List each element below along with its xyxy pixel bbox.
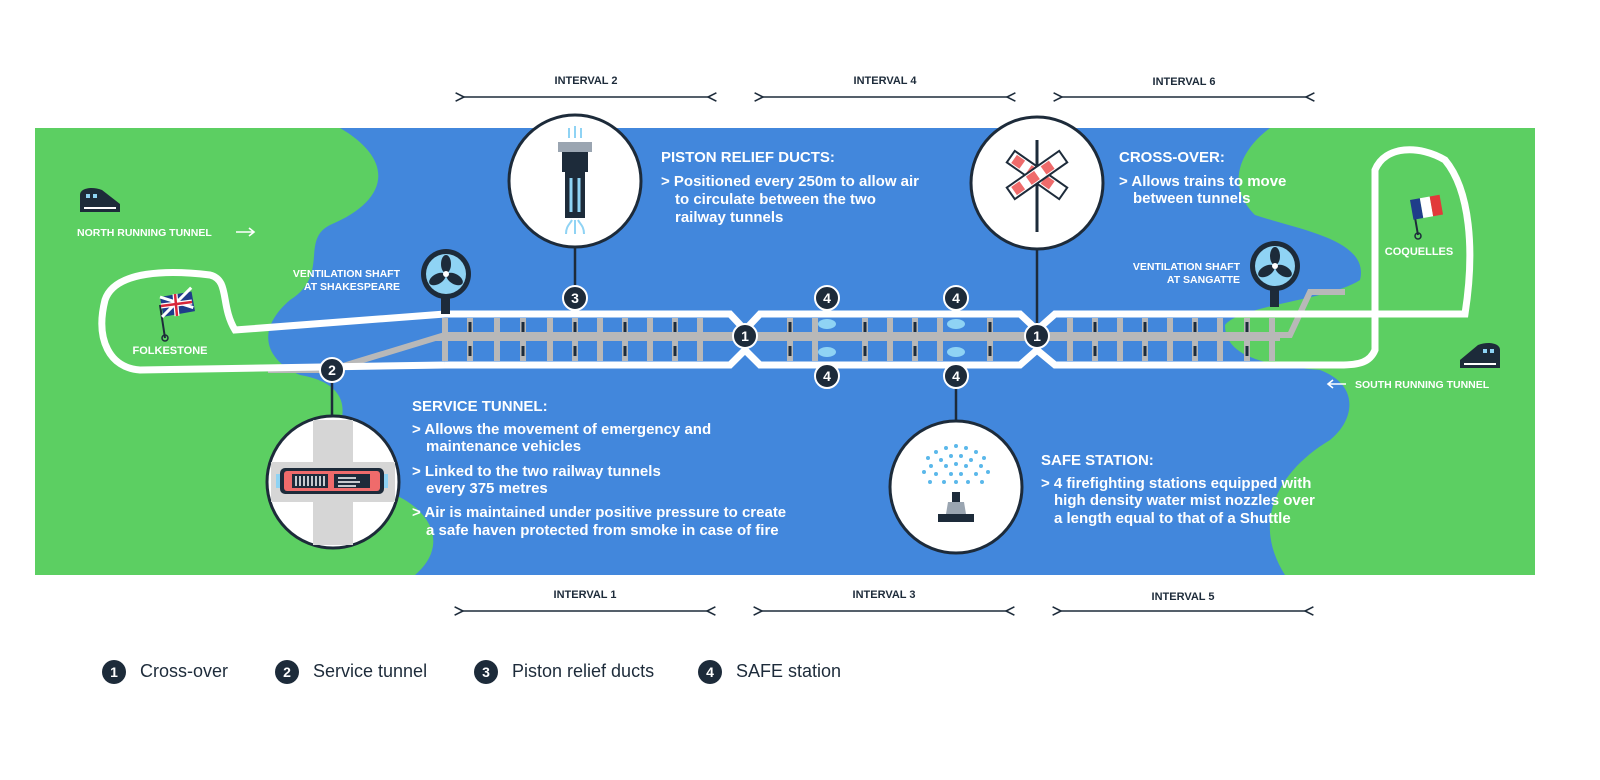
legend-num: 3 [482,664,490,680]
arrow-right-icon [236,227,256,237]
interval-2-label: INTERVAL 2 [555,75,618,87]
piston-title: PISTON RELIEF DUCTS: [661,149,835,166]
legend-item-service-tunnel: 2 Service tunnel [275,660,427,684]
safe-station-spray [818,319,965,357]
shaft-sangatte-line-1: VENTILATION SHAFT [1133,261,1241,273]
legend-num: 4 [706,664,714,680]
legend-item-safe-station: 4 SAFE station [698,660,841,684]
south-running-tunnel-label: SOUTH RUNNING TUNNEL [1355,379,1490,391]
sprinkler-icon [922,444,990,522]
safe-line-1: > 4 firefighting stations equipped with [1041,475,1311,492]
service-item-3-line-1: > Air is maintained under positive press… [412,504,786,521]
loop-west [98,269,446,374]
duct-icon [558,126,592,235]
badge-crossover-east: 1 [1024,323,1050,349]
svg-text:4: 4 [952,290,960,306]
badge-safe-1: 4 [814,285,840,311]
crossover-line-1: > Allows trains to move [1119,173,1286,190]
svg-text:1: 1 [741,328,749,344]
legend-label: SAFE station [736,661,841,681]
legend-label: Service tunnel [313,661,427,681]
interval-4-label: INTERVAL 4 [854,75,918,87]
crossover-title: CROSS-OVER: [1119,149,1225,166]
intervals-bottom: INTERVAL 1 INTERVAL 3 INTERVAL 5 [463,589,1305,611]
legend: 1 Cross-over 2 Service tunnel 3 Piston r… [102,660,841,684]
shaft-sangatte-line-2: AT SANGATTE [1167,274,1240,286]
piston-line-2: to circulate between the two [675,191,876,208]
svg-text:4: 4 [823,368,831,384]
piston-relief-callout [507,113,643,249]
north-running-tunnel-label: NORTH RUNNING TUNNEL [77,227,212,239]
piston-line-3: railway tunnels [675,209,783,226]
coquelles-label: COQUELLES [1385,246,1453,258]
safe-station-callout [888,419,1024,555]
piston-line-1: > Positioned every 250m to allow air [661,173,919,190]
crossover-callout [969,115,1105,251]
svg-text:4: 4 [952,368,960,384]
interval-3-label: INTERVAL 3 [853,589,916,601]
svg-text:2: 2 [328,362,336,378]
shaft-shakespeare-line-1: VENTILATION SHAFT [293,268,401,280]
legend-label: Piston relief ducts [512,661,654,681]
safe-line-2: high density water mist nozzles over [1054,492,1315,509]
svg-text:3: 3 [571,290,579,306]
legend-item-crossover: 1 Cross-over [102,660,228,684]
service-item-3-line-2: a safe haven protected from smoke in cas… [426,522,779,539]
shaft-shakespeare-line-2: AT SHAKESPEARE [304,281,400,293]
folkestone-label: FOLKESTONE [133,345,208,357]
interval-5-label: INTERVAL 5 [1152,591,1215,603]
badge-safe-3: 4 [814,363,840,389]
ventilation-shaft-sangatte [1250,241,1300,307]
train-icon-north [80,187,120,212]
badge-piston-ducts: 3 [562,285,588,311]
safe-title: SAFE STATION: [1041,452,1154,469]
service-item-2-line-2: every 375 metres [426,480,548,497]
badge-service-tunnel: 2 [319,357,345,383]
legend-item-piston-relief-ducts: 3 Piston relief ducts [474,660,654,684]
badge-safe-2: 4 [943,285,969,311]
tunnel-network [98,146,1474,374]
uk-flag-icon [159,286,195,342]
service-item-1-line-2: maintenance vehicles [426,438,581,455]
badge-crossover-west: 1 [732,323,758,349]
map-badges: 1 1 2 3 4 4 4 4 [319,285,1050,389]
safe-line-3: a length equal to that of a Shuttle [1054,510,1291,527]
fan-icon [429,255,463,286]
arrow-left-icon [1326,379,1346,389]
svg-text:1: 1 [1033,328,1041,344]
service-item-2-line-1: > Linked to the two railway tunnels [412,463,661,480]
service-tunnel-callout [265,414,401,550]
service-item-1-line-1: > Allows the movement of emergency and [412,421,711,438]
train-icon-south [1460,342,1500,368]
interval-1-label: INTERVAL 1 [554,589,617,601]
crossover-icon [1005,140,1069,232]
ventilation-shaft-shakespeare [421,249,471,314]
legend-num: 2 [283,664,291,680]
interval-6-label: INTERVAL 6 [1153,76,1216,88]
intervals-top: INTERVAL 2 INTERVAL 4 INTERVAL 6 [464,75,1306,97]
relief-ducts [468,322,1249,356]
france-flag-icon [1409,194,1444,240]
badge-safe-4: 4 [943,363,969,389]
legend-num: 1 [110,664,118,680]
svg-text:4: 4 [823,290,831,306]
fan-icon [1258,247,1292,278]
callout-stems [330,245,1039,420]
service-title: SERVICE TUNNEL: [412,398,548,415]
legend-label: Cross-over [140,661,228,681]
north-running-tunnel-line [445,146,1474,369]
vehicle-icon [276,468,388,494]
crossover-line-2: between tunnels [1133,190,1251,207]
